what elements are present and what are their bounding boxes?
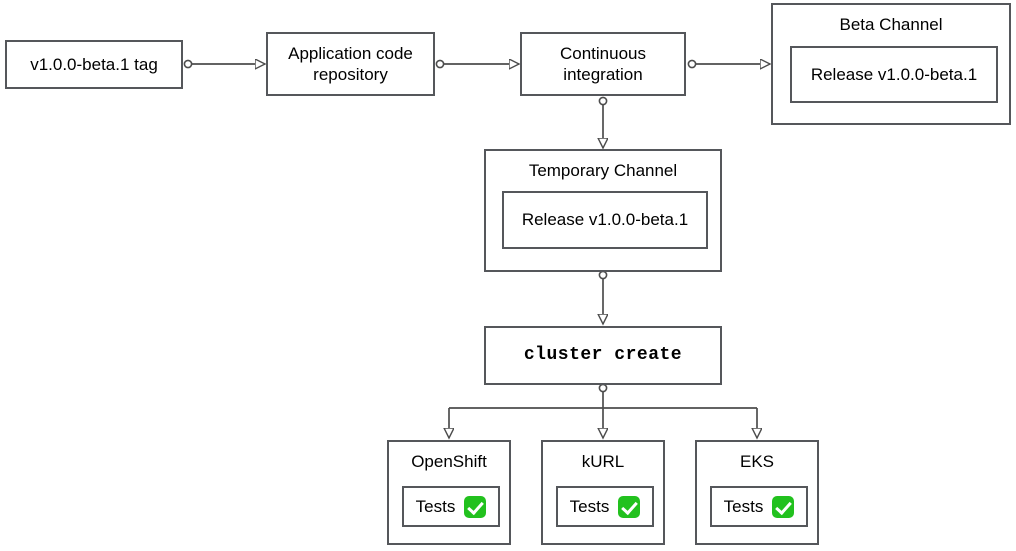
edge-repo-to-ci — [435, 60, 519, 67]
node-version-tag-label: v1.0.0-beta.1 tag — [30, 54, 158, 74]
group-target-eks-tests-box[interactable]: Tests — [710, 486, 808, 527]
edge-tag-to-repo — [183, 60, 265, 67]
green-check-icon — [772, 495, 795, 518]
node-application-code-repository-label: Application code repository — [288, 43, 413, 84]
group-target-openshift-title: OpenShift — [411, 452, 487, 471]
group-target-openshift-tests-box[interactable]: Tests — [402, 486, 500, 527]
group-beta-channel-release-box[interactable]: Release v1.0.0-beta.1 — [790, 46, 998, 103]
group-temporary-channel-release-label: Release v1.0.0-beta.1 — [521, 210, 689, 229]
group-beta-channel-release-label: Release v1.0.0-beta.1 — [810, 64, 978, 84]
group-beta-channel-title: Beta Channel — [839, 15, 943, 34]
node-continuous-integration[interactable]: Continuous integration — [520, 32, 686, 96]
group-target-eks-tests-label: Tests — [723, 496, 764, 516]
node-cluster-create[interactable]: cluster create — [484, 326, 722, 385]
edge-ci-to-beta-channel — [687, 60, 770, 67]
group-target-eks[interactable]: EKS Tests — [695, 440, 819, 545]
node-application-code-repository[interactable]: Application code repository — [266, 32, 435, 96]
group-target-kurl[interactable]: kURL Tests — [541, 440, 665, 545]
group-target-kurl-tests-box[interactable]: Tests — [556, 486, 654, 527]
group-target-openshift-tests-label: Tests — [415, 496, 456, 516]
node-cluster-create-label: cluster create — [523, 345, 683, 366]
group-target-eks-title: EKS — [739, 452, 775, 471]
group-temporary-channel-title: Temporary Channel — [528, 161, 678, 180]
edge-temporary-channel-to-cluster-create — [599, 270, 606, 324]
node-continuous-integration-label: Continuous integration — [559, 43, 646, 84]
green-check-icon — [618, 495, 641, 518]
edge-ci-to-temporary-channel — [599, 96, 606, 148]
green-check-icon — [464, 495, 487, 518]
group-beta-channel[interactable]: Beta Channel Release v1.0.0-beta.1 — [771, 3, 1011, 125]
edge-cluster-create-to-targets — [449, 383, 757, 438]
group-target-openshift[interactable]: OpenShift Tests — [387, 440, 511, 545]
group-temporary-channel[interactable]: Temporary Channel Release v1.0.0-beta.1 — [484, 149, 722, 272]
group-target-kurl-title: kURL — [581, 452, 625, 471]
node-version-tag[interactable]: v1.0.0-beta.1 tag — [5, 40, 183, 89]
group-temporary-channel-release-box[interactable]: Release v1.0.0-beta.1 — [502, 191, 708, 249]
group-target-kurl-tests-label: Tests — [569, 496, 610, 516]
